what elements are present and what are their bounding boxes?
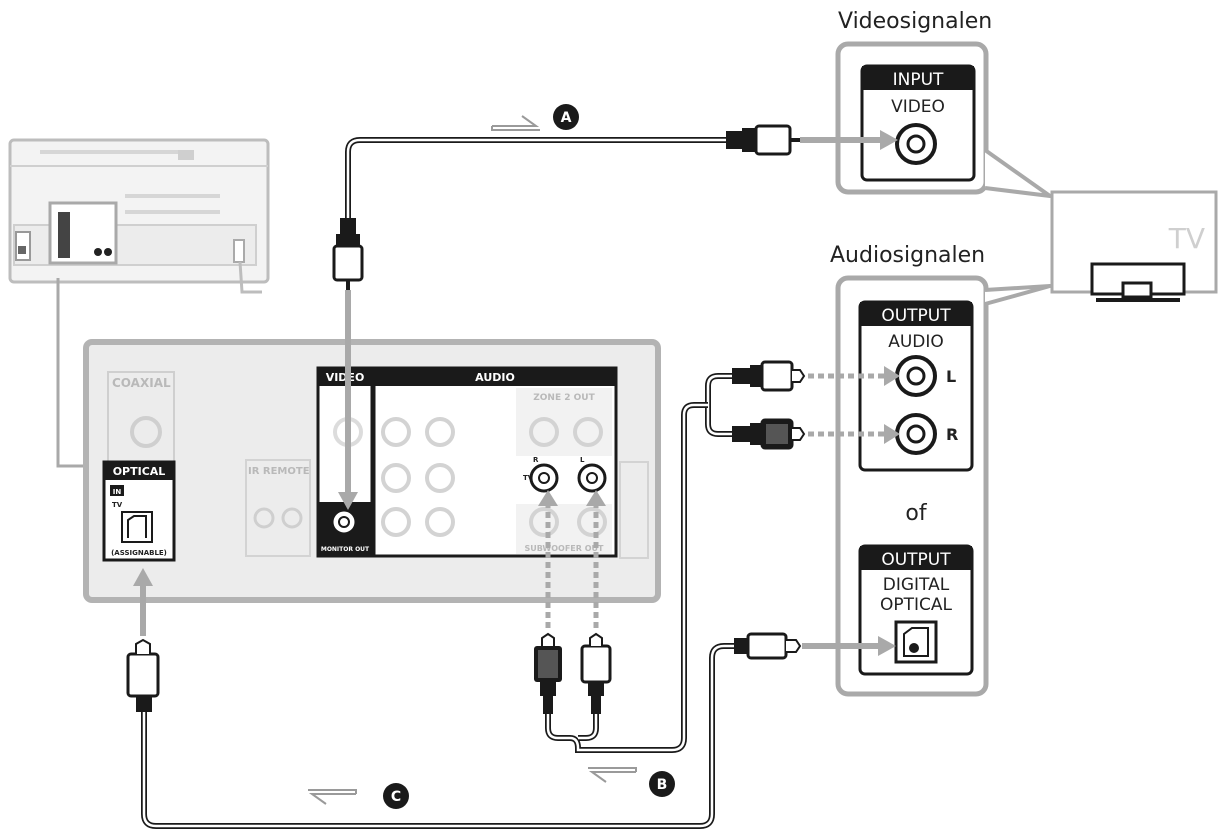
tv-in-r-label: R (533, 456, 539, 464)
ir-remote-label: IR REMOTE (248, 466, 310, 477)
or-label: of (905, 501, 927, 526)
audio-section-label: AUDIO (475, 371, 515, 384)
optical-tv-label: TV (112, 501, 123, 509)
cable-c-badge (383, 783, 409, 809)
cable-a: A (332, 104, 898, 510)
audio-left-label: L (946, 367, 956, 386)
tv-label: TV (1168, 222, 1205, 255)
tv-in-label: TV (523, 474, 534, 482)
optical-label-line2: OPTICAL (880, 595, 953, 615)
receiver-thumbnail (8, 138, 270, 294)
audio-right-label: R (946, 425, 958, 444)
optical-label: OPTICAL (113, 465, 166, 478)
coaxial-jack[interactable] (130, 416, 162, 448)
subwoofer-out-label: SUBWOOFER OUT (525, 544, 605, 553)
coaxial-label: COAXIAL (112, 376, 171, 390)
audio-signals-label: Audiosignalen (830, 243, 985, 268)
optical-label-line1: DIGITAL (883, 575, 950, 595)
video-input-header: INPUT (893, 70, 944, 90)
optical-assignable-label: (ASSIGNABLE) (111, 549, 167, 557)
audio-output-header: OUTPUT (881, 306, 951, 326)
cable-a-badge (553, 104, 579, 130)
cable-c-label: C (391, 789, 401, 805)
cable-b-badge (649, 771, 675, 797)
audio-output-label: AUDIO (888, 332, 944, 352)
receiver-rear-panel: COAXIAL OPTICAL IN TV (ASSIGNABLE) IR RE… (83, 339, 661, 603)
optical-output-header: OUTPUT (881, 550, 951, 570)
zone-out-label: ZONE 2 OUT (533, 393, 595, 403)
zoom-connector-line (56, 278, 92, 468)
cable-b: B (534, 360, 900, 797)
video-signals-label: Videosignalen (838, 9, 992, 34)
cable-c: C (126, 568, 896, 829)
tv-video-input-panel: INPUT VIDEO (835, 41, 1052, 198)
monitor-out-label: MONITOR OUT (321, 546, 370, 553)
cable-a-label: A (561, 110, 572, 126)
video-input-label: VIDEO (891, 97, 945, 117)
optical-in-label: IN (113, 488, 122, 496)
tv-in-l-label: L (580, 456, 585, 464)
tv-icon: TV (1050, 190, 1218, 302)
cable-b-label: B (657, 777, 668, 793)
tv-audio-output-panel: OUTPUT AUDIO L R of OUTPUT DIGITAL OPTIC… (835, 275, 1052, 697)
